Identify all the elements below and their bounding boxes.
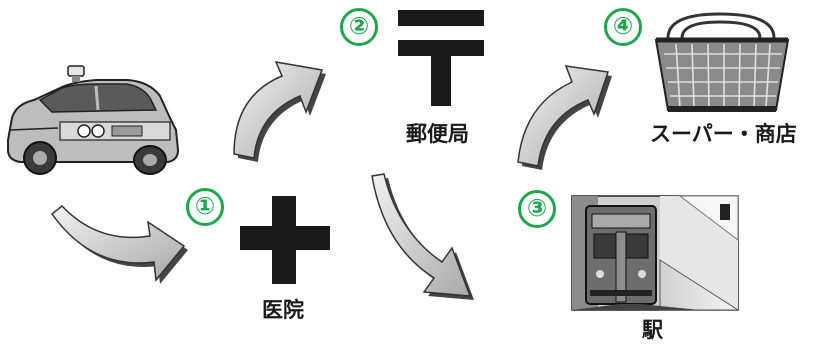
route-arrow-4 <box>517 65 612 170</box>
step-label-post-office: 郵便局 <box>406 122 469 146</box>
route-arrow-2 <box>233 61 326 162</box>
train-station-icon <box>571 195 740 311</box>
step-number-2: ② <box>340 8 378 46</box>
shopping-basket-icon <box>654 12 790 112</box>
route-arrow-3 <box>371 173 474 300</box>
step-label-supermarket: スーパー・商店 <box>650 122 797 146</box>
hospital-cross-icon <box>240 196 330 284</box>
step-number-3: ③ <box>518 190 556 228</box>
taxi-icon <box>7 65 180 175</box>
step-number-1: ① <box>186 188 224 226</box>
post-office-mark-icon <box>398 10 484 106</box>
step-label-hospital: 医院 <box>262 298 304 322</box>
step-label-station: 駅 <box>642 318 663 342</box>
route-arrow-1 <box>50 204 188 284</box>
step-number-4: ④ <box>604 8 642 46</box>
